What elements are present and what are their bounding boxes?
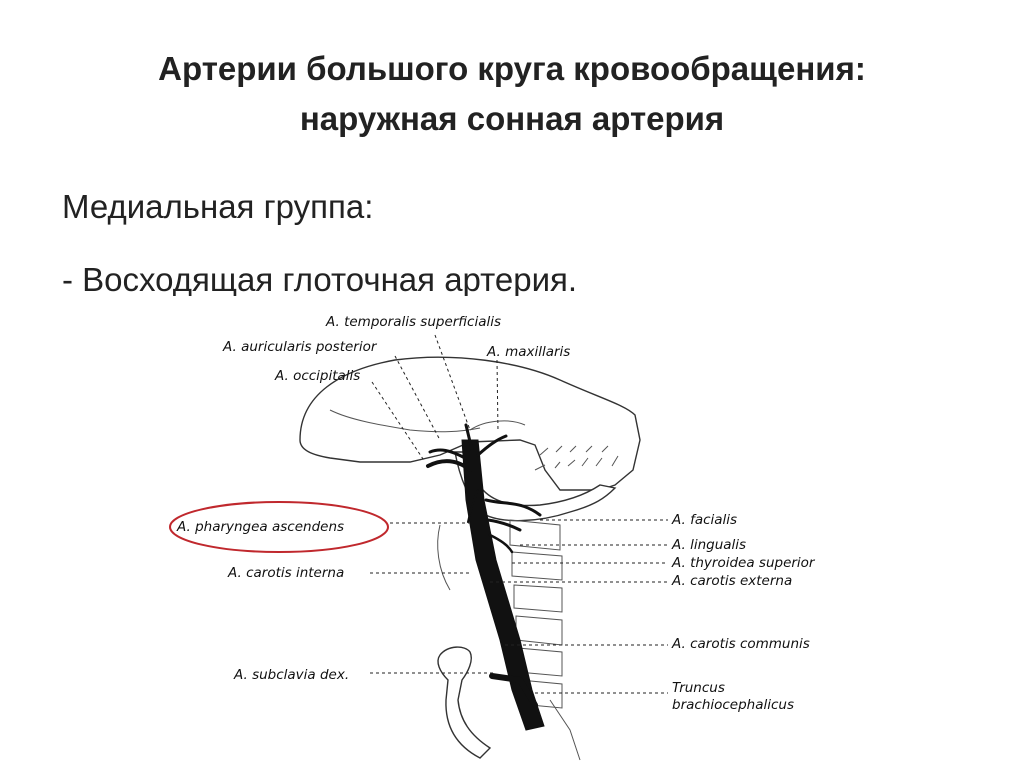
slide-title: Артерии большого круга кровообращения: н…: [0, 44, 1024, 144]
label-carotis-interna: A. carotis interna: [227, 565, 344, 581]
group-heading: Медиальная группа:: [62, 188, 374, 225]
label-occipitalis: A. occipitalis: [274, 368, 360, 384]
label-facialis: A. facialis: [671, 512, 737, 528]
title-line-1: Артерии большого круга кровообращения:: [158, 50, 866, 87]
label-maxillaris: A. maxillaris: [486, 344, 570, 360]
clavicle: [437, 646, 492, 759]
label-pharyngea-ascendens: A. pharyngea ascendens: [176, 519, 344, 535]
label-auricularis-posterior: A. auricularis posterior: [222, 339, 378, 355]
highlight-ellipse: [169, 501, 389, 553]
label-subclavia-dex: A. subclavia dex.: [233, 667, 349, 683]
label-truncus: Truncus: [672, 680, 725, 696]
label-carotis-externa: A. carotis externa: [671, 573, 792, 589]
leader-lines: [370, 334, 668, 694]
title-line-2: наружная сонная артерия: [299, 100, 725, 137]
label-brachiocephalicus: brachiocephalicus: [672, 697, 794, 713]
label-carotis-communis: A. carotis communis: [671, 636, 810, 652]
artery-bullet: - Восходящая глоточная артерия.: [62, 261, 578, 296]
label-thyroidea-superior: A. thyroidea superior: [671, 555, 816, 571]
artery-bullet-clip: - Восходящая глоточная артерия.: [62, 254, 762, 296]
skull-outline: [299, 356, 641, 491]
carotid-arteries: [426, 423, 545, 731]
label-lingualis: A. lingualis: [671, 537, 746, 553]
label-temporalis-superficialis: A. temporalis superficialis: [325, 314, 501, 330]
